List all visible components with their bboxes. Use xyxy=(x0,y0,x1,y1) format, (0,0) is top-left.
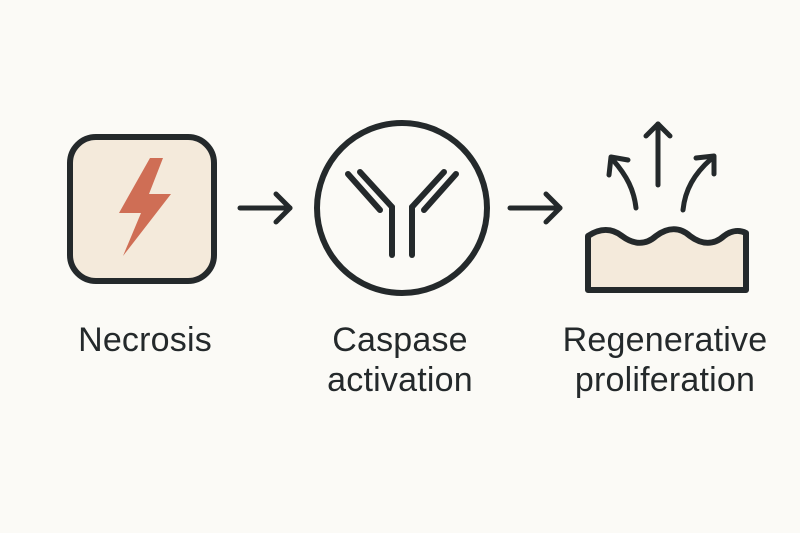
arrow-right-icon xyxy=(237,191,293,225)
caspase-step xyxy=(314,120,490,296)
arrow-right-icon xyxy=(507,191,563,225)
regenerative-proliferation-label: Regenerative proliferation xyxy=(535,320,795,400)
regeneration-step xyxy=(585,121,749,293)
regeneration-label-line2: proliferation xyxy=(574,361,756,399)
caspase-label-line2: activation xyxy=(327,361,473,399)
caspase-activation-label: Caspase activation xyxy=(285,320,515,400)
regeneration-label-line1: Regenerative xyxy=(562,321,768,359)
caspase-label-line1: Caspase xyxy=(332,321,468,359)
necrosis-label: Necrosis xyxy=(40,320,250,360)
necrosis-step xyxy=(67,134,217,284)
necrosis-label-line1: Necrosis xyxy=(78,321,212,359)
tissue-block xyxy=(585,226,749,293)
tissue-growth-icon xyxy=(585,121,749,293)
antibody-icon-frame xyxy=(314,120,490,296)
lightning-bolt-icon xyxy=(119,158,171,256)
growth-arrows-icon xyxy=(606,121,717,213)
antibody-icon xyxy=(345,169,459,258)
